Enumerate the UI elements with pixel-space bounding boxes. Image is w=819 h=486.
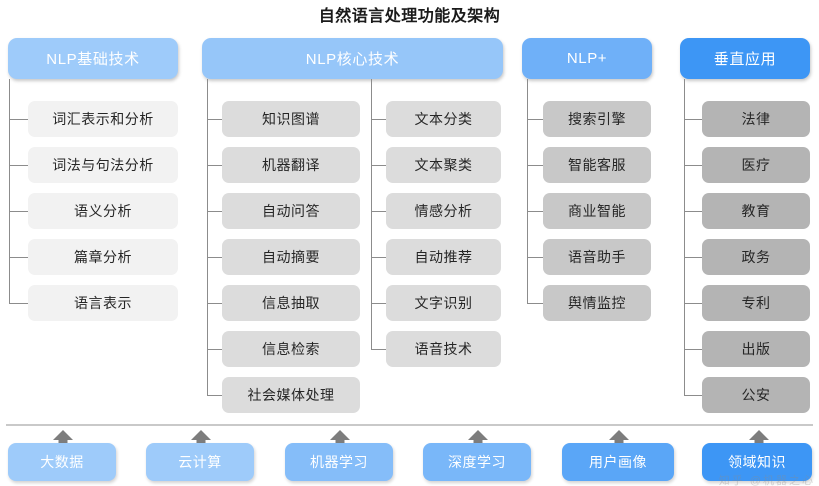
tree-branch-nlp-plus-0-4: [527, 303, 543, 304]
leaf-box[interactable]: 医疗: [702, 147, 810, 183]
leaf-box[interactable]: 信息检索: [222, 331, 360, 367]
tree-branch-vertical-apps-0-0: [684, 119, 702, 120]
foundation-pill[interactable]: 领域知识: [702, 443, 812, 481]
leaf-box[interactable]: 语音技术: [386, 331, 501, 367]
leaf-box[interactable]: 语义分析: [28, 193, 178, 229]
column-header-vertical-apps[interactable]: 垂直应用: [680, 38, 810, 79]
leaf-box[interactable]: 出版: [702, 331, 810, 367]
leaf-box[interactable]: 信息抽取: [222, 285, 360, 321]
leaf-box[interactable]: 自动摘要: [222, 239, 360, 275]
tree-branch-vertical-apps-0-3: [684, 257, 702, 258]
tree-branch-vertical-apps-0-4: [684, 303, 702, 304]
leaf-box[interactable]: 词汇表示和分析: [28, 101, 178, 137]
tree-branch-nlp-core-0-0: [207, 119, 222, 120]
tree-branch-vertical-apps-0-5: [684, 349, 702, 350]
leaf-box[interactable]: 知识图谱: [222, 101, 360, 137]
column-header-nlp-core[interactable]: NLP核心技术: [202, 38, 503, 79]
leaf-box[interactable]: 商业智能: [543, 193, 651, 229]
tree-trunk-nlp-core-1: [371, 79, 372, 349]
tree-branch-nlp-basic-0-0: [9, 119, 28, 120]
leaf-box[interactable]: 文本聚类: [386, 147, 501, 183]
leaf-box[interactable]: 法律: [702, 101, 810, 137]
foundation-pill[interactable]: 机器学习: [285, 443, 393, 481]
tree-branch-nlp-core-1-1: [371, 165, 386, 166]
leaf-box[interactable]: 智能客服: [543, 147, 651, 183]
tree-trunk-nlp-plus-0: [527, 79, 528, 303]
tree-branch-nlp-core-0-3: [207, 257, 222, 258]
column-header-nlp-plus[interactable]: NLP+: [522, 38, 652, 79]
tree-branch-nlp-core-1-5: [371, 349, 386, 350]
tree-branch-nlp-plus-0-1: [527, 165, 543, 166]
tree-branch-nlp-core-0-2: [207, 211, 222, 212]
tree-branch-vertical-apps-0-2: [684, 211, 702, 212]
watermark: 知乎 @机器之心: [718, 475, 815, 486]
foundation-pill[interactable]: 用户画像: [562, 443, 674, 481]
up-arrow-icon: [467, 429, 489, 455]
tree-branch-nlp-plus-0-3: [527, 257, 543, 258]
up-arrow-icon: [748, 429, 770, 455]
leaf-box[interactable]: 文本分类: [386, 101, 501, 137]
leaf-box[interactable]: 机器翻译: [222, 147, 360, 183]
tree-branch-nlp-core-1-3: [371, 257, 386, 258]
tree-branch-nlp-core-1-0: [371, 119, 386, 120]
foundation-pill[interactable]: 深度学习: [423, 443, 531, 481]
tree-branch-nlp-core-0-4: [207, 303, 222, 304]
foundation-pill[interactable]: 大数据: [8, 443, 116, 481]
tree-branch-nlp-basic-0-3: [9, 257, 28, 258]
tree-branch-vertical-apps-0-1: [684, 165, 702, 166]
leaf-box[interactable]: 社会媒体处理: [222, 377, 360, 413]
tree-branch-nlp-core-0-6: [207, 395, 222, 396]
tree-trunk-vertical-apps-0: [684, 79, 685, 395]
leaf-box[interactable]: 篇章分析: [28, 239, 178, 275]
tree-branch-nlp-plus-0-2: [527, 211, 543, 212]
tree-branch-nlp-core-0-5: [207, 349, 222, 350]
tree-branch-nlp-core-1-4: [371, 303, 386, 304]
leaf-box[interactable]: 政务: [702, 239, 810, 275]
leaf-box[interactable]: 教育: [702, 193, 810, 229]
tree-branch-nlp-basic-0-2: [9, 211, 28, 212]
leaf-box[interactable]: 公安: [702, 377, 810, 413]
foundation-pill[interactable]: 云计算: [146, 443, 254, 481]
leaf-box[interactable]: 舆情监控: [543, 285, 651, 321]
tree-branch-vertical-apps-0-6: [684, 395, 702, 396]
leaf-box[interactable]: 词法与句法分析: [28, 147, 178, 183]
tree-branch-nlp-basic-0-1: [9, 165, 28, 166]
leaf-box[interactable]: 自动推荐: [386, 239, 501, 275]
tree-branch-nlp-plus-0-0: [527, 119, 543, 120]
column-header-nlp-basic[interactable]: NLP基础技术: [8, 38, 178, 79]
foundation-divider: [6, 424, 813, 426]
tree-branch-nlp-core-1-2: [371, 211, 386, 212]
page-title: 自然语言处理功能及架构: [318, 8, 501, 25]
leaf-box[interactable]: 搜索引擎: [543, 101, 651, 137]
up-arrow-icon: [190, 429, 212, 455]
leaf-box[interactable]: 自动问答: [222, 193, 360, 229]
up-arrow-icon: [329, 429, 351, 455]
tree-trunk-nlp-core-0: [207, 79, 208, 395]
leaf-box[interactable]: 专利: [702, 285, 810, 321]
up-arrow-icon: [52, 429, 74, 455]
leaf-box[interactable]: 文字识别: [386, 285, 501, 321]
leaf-box[interactable]: 语言表示: [28, 285, 178, 321]
leaf-box[interactable]: 语音助手: [543, 239, 651, 275]
tree-branch-nlp-core-0-1: [207, 165, 222, 166]
tree-branch-nlp-basic-0-4: [9, 303, 28, 304]
up-arrow-icon: [608, 429, 630, 455]
leaf-box[interactable]: 情感分析: [386, 193, 501, 229]
tree-trunk-nlp-basic-0: [9, 79, 10, 303]
